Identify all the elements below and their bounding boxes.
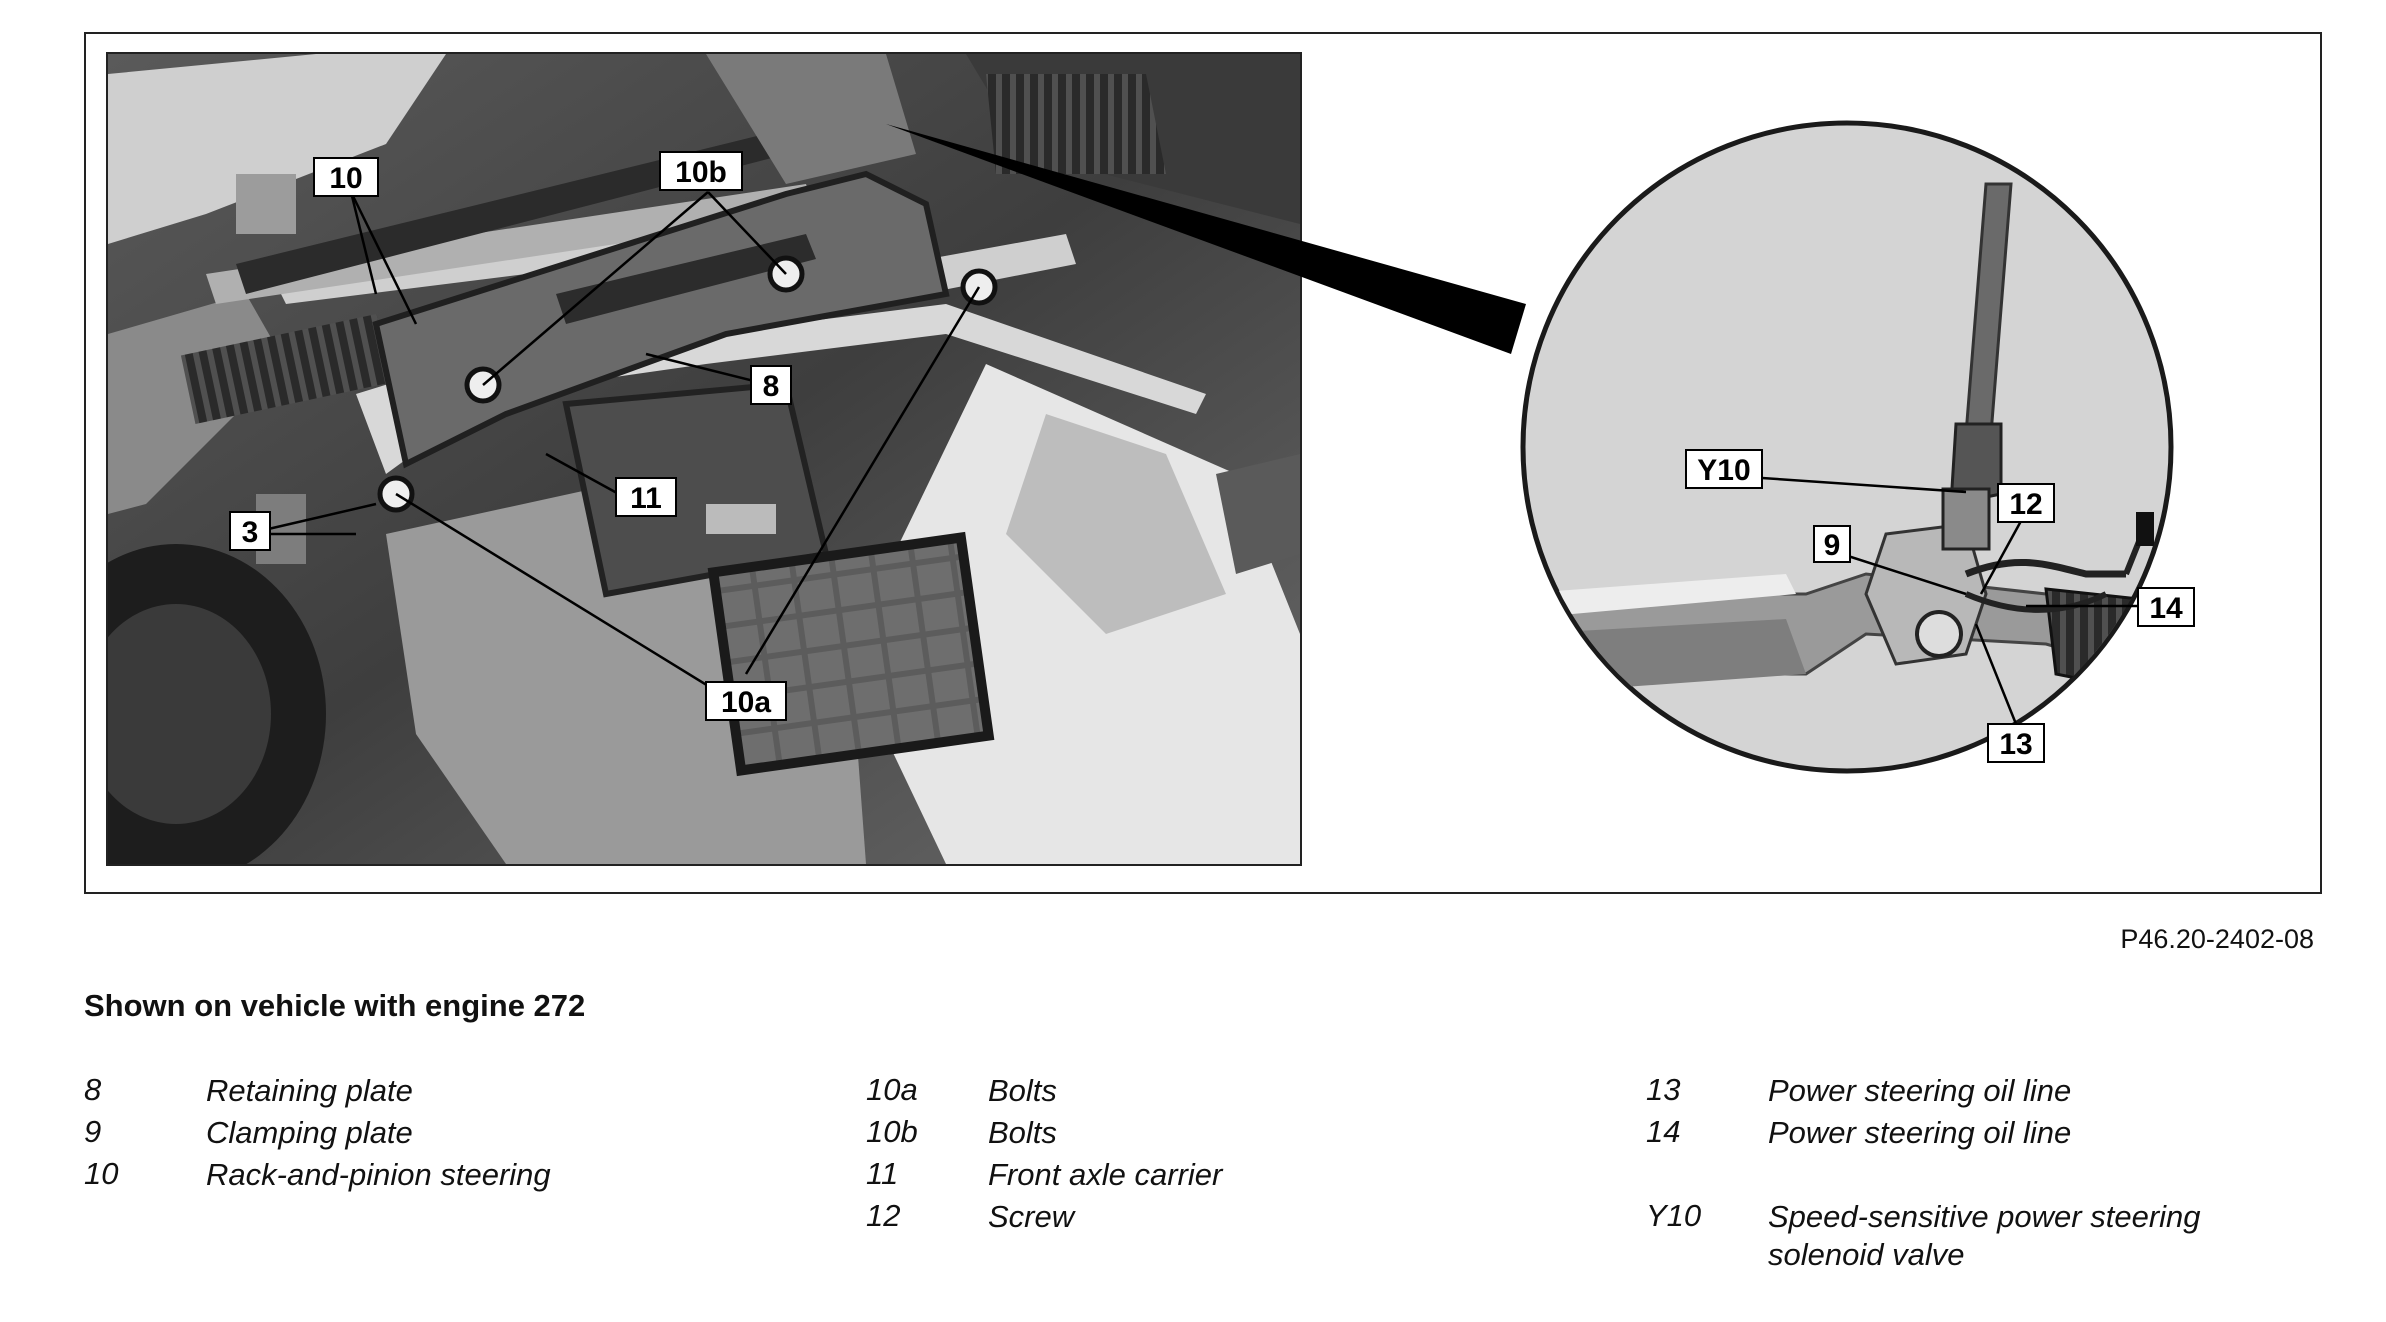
callout-10a: 10a (705, 681, 787, 721)
legend-description: Power steering oil line (1768, 1073, 2072, 1108)
zoom-connector (886, 124, 1526, 354)
svg-text:11: 11 (630, 482, 662, 515)
legend-description: Bolts (988, 1073, 1057, 1108)
callout-13: 13 (1987, 723, 2045, 763)
detail-circle-illustration (1520, 120, 2174, 774)
svg-text:14: 14 (2149, 592, 2183, 625)
callout-10: 10 (313, 157, 379, 197)
svg-text:3: 3 (242, 516, 259, 549)
callout-Y10: Y10 (1685, 449, 1763, 489)
legend-number: 9 (84, 1114, 102, 1149)
legend-number: 11 (866, 1156, 899, 1191)
legend-description: Speed-sensitive power steering solenoid … (1768, 1199, 2201, 1272)
figure-illustration: 10 10b 8 11 3 10a (106, 52, 2195, 866)
legend-description: Clamping plate (206, 1115, 413, 1150)
callout-8: 8 (750, 365, 792, 405)
legend-description: Power steering oil line (1768, 1115, 2072, 1150)
svg-text:8: 8 (763, 370, 780, 403)
legend-description: Screw (988, 1199, 1075, 1234)
callout-labels: 10 10b 8 11 3 10a (229, 151, 2195, 763)
legend-number: 13 (1646, 1072, 1681, 1107)
legend-number: 14 (1646, 1114, 1681, 1149)
svg-text:13: 13 (1999, 728, 2032, 761)
legend-number: 12 (866, 1198, 901, 1233)
figure-code: P46.20-2402-08 (2120, 924, 2314, 954)
svg-text:9: 9 (1824, 529, 1841, 562)
legend-description: Retaining plate (206, 1073, 413, 1108)
callout-9: 9 (1813, 525, 1851, 563)
callout-3: 3 (229, 511, 271, 551)
legend-description: Rack-and-pinion steering (206, 1157, 551, 1192)
svg-text:10b: 10b (675, 156, 727, 189)
svg-text:12: 12 (2009, 488, 2042, 521)
legend-number: Y10 (1646, 1198, 1702, 1233)
legend-number: 8 (84, 1072, 102, 1107)
legend-description: Bolts (988, 1115, 1057, 1150)
svg-text:Y10: Y10 (1697, 454, 1750, 487)
legend-number: 10b (866, 1114, 918, 1149)
legend-number: 10 (84, 1156, 119, 1191)
callout-10b: 10b (659, 151, 743, 191)
legend-description: Front axle carrier (988, 1157, 1223, 1192)
callout-12: 12 (1997, 483, 2055, 523)
svg-text:10a: 10a (721, 686, 771, 719)
figure-frame: 10 10b 8 11 3 10a (84, 32, 2322, 894)
svg-text:10: 10 (329, 162, 362, 195)
callout-14: 14 (2137, 587, 2195, 627)
legend-number: 10a (866, 1072, 918, 1107)
figure-caption: Shown on vehicle with engine 272 (84, 988, 586, 1023)
callout-11: 11 (615, 477, 677, 517)
